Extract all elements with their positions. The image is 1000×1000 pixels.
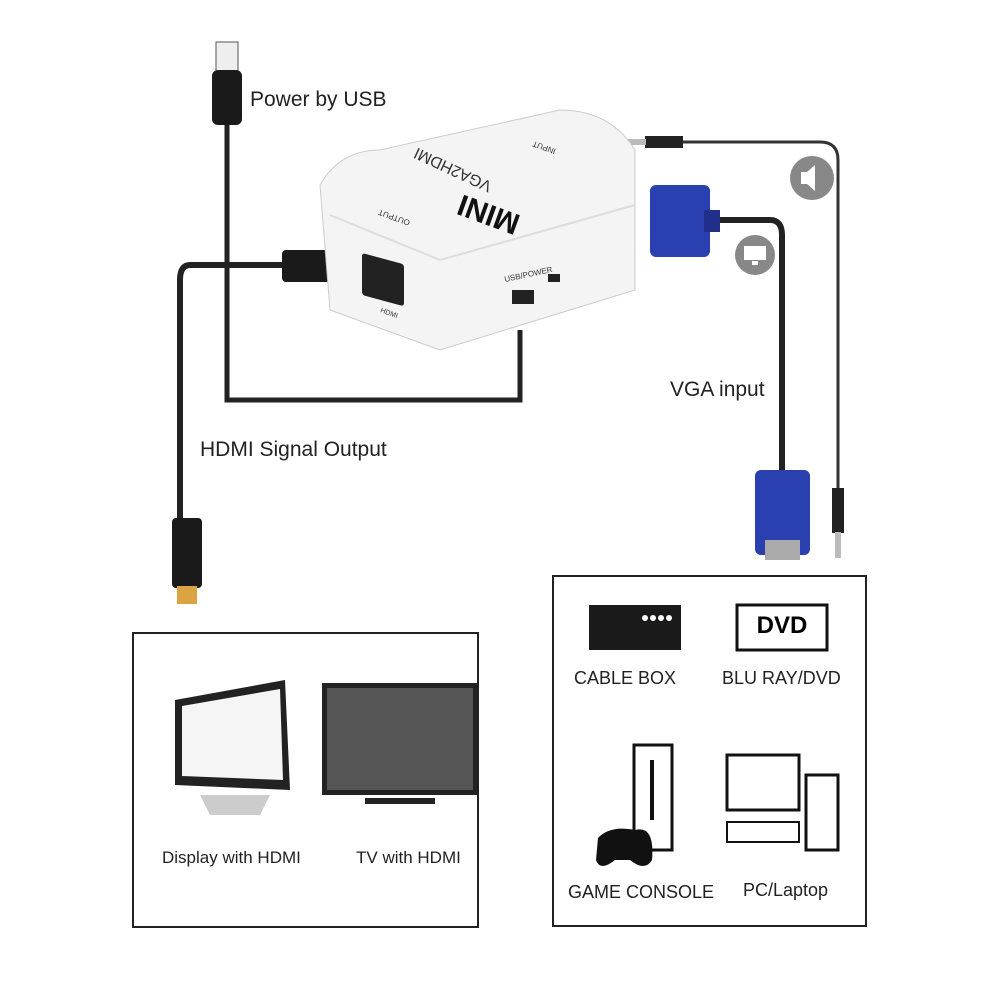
display-icon [175,680,290,815]
audio-cable [628,136,844,558]
vga-input-label: VGA input [670,378,765,401]
pc-icon [725,753,840,852]
vga-cable [650,185,810,560]
converter-box: MINI VGA2HDMI OUTPUT INPUT HDMI USB/POWE… [319,109,636,351]
game-console-icon [596,743,674,866]
power-by-usb-label: Power by USB [250,88,387,111]
hdmi-cable [172,250,349,604]
hdmi-output-label: HDMI Signal Output [200,438,387,461]
source-devices-panel [552,575,867,927]
pc-label: PC/Laptop [743,880,829,900]
cable-box-label: CABLE BOX [574,668,677,688]
dvd-icon [735,603,829,652]
bluray-label: BLU RAY/DVD [722,668,841,688]
output-devices-panel [132,632,479,928]
dvd-badge: DVD [756,612,808,639]
display-label: Display with HDMI [162,848,301,867]
tv-label: TV with HDMI [356,848,461,867]
cable-box-icon [589,605,681,650]
game-console-label: GAME CONSOLE [568,882,715,902]
tv-icon [322,683,478,804]
